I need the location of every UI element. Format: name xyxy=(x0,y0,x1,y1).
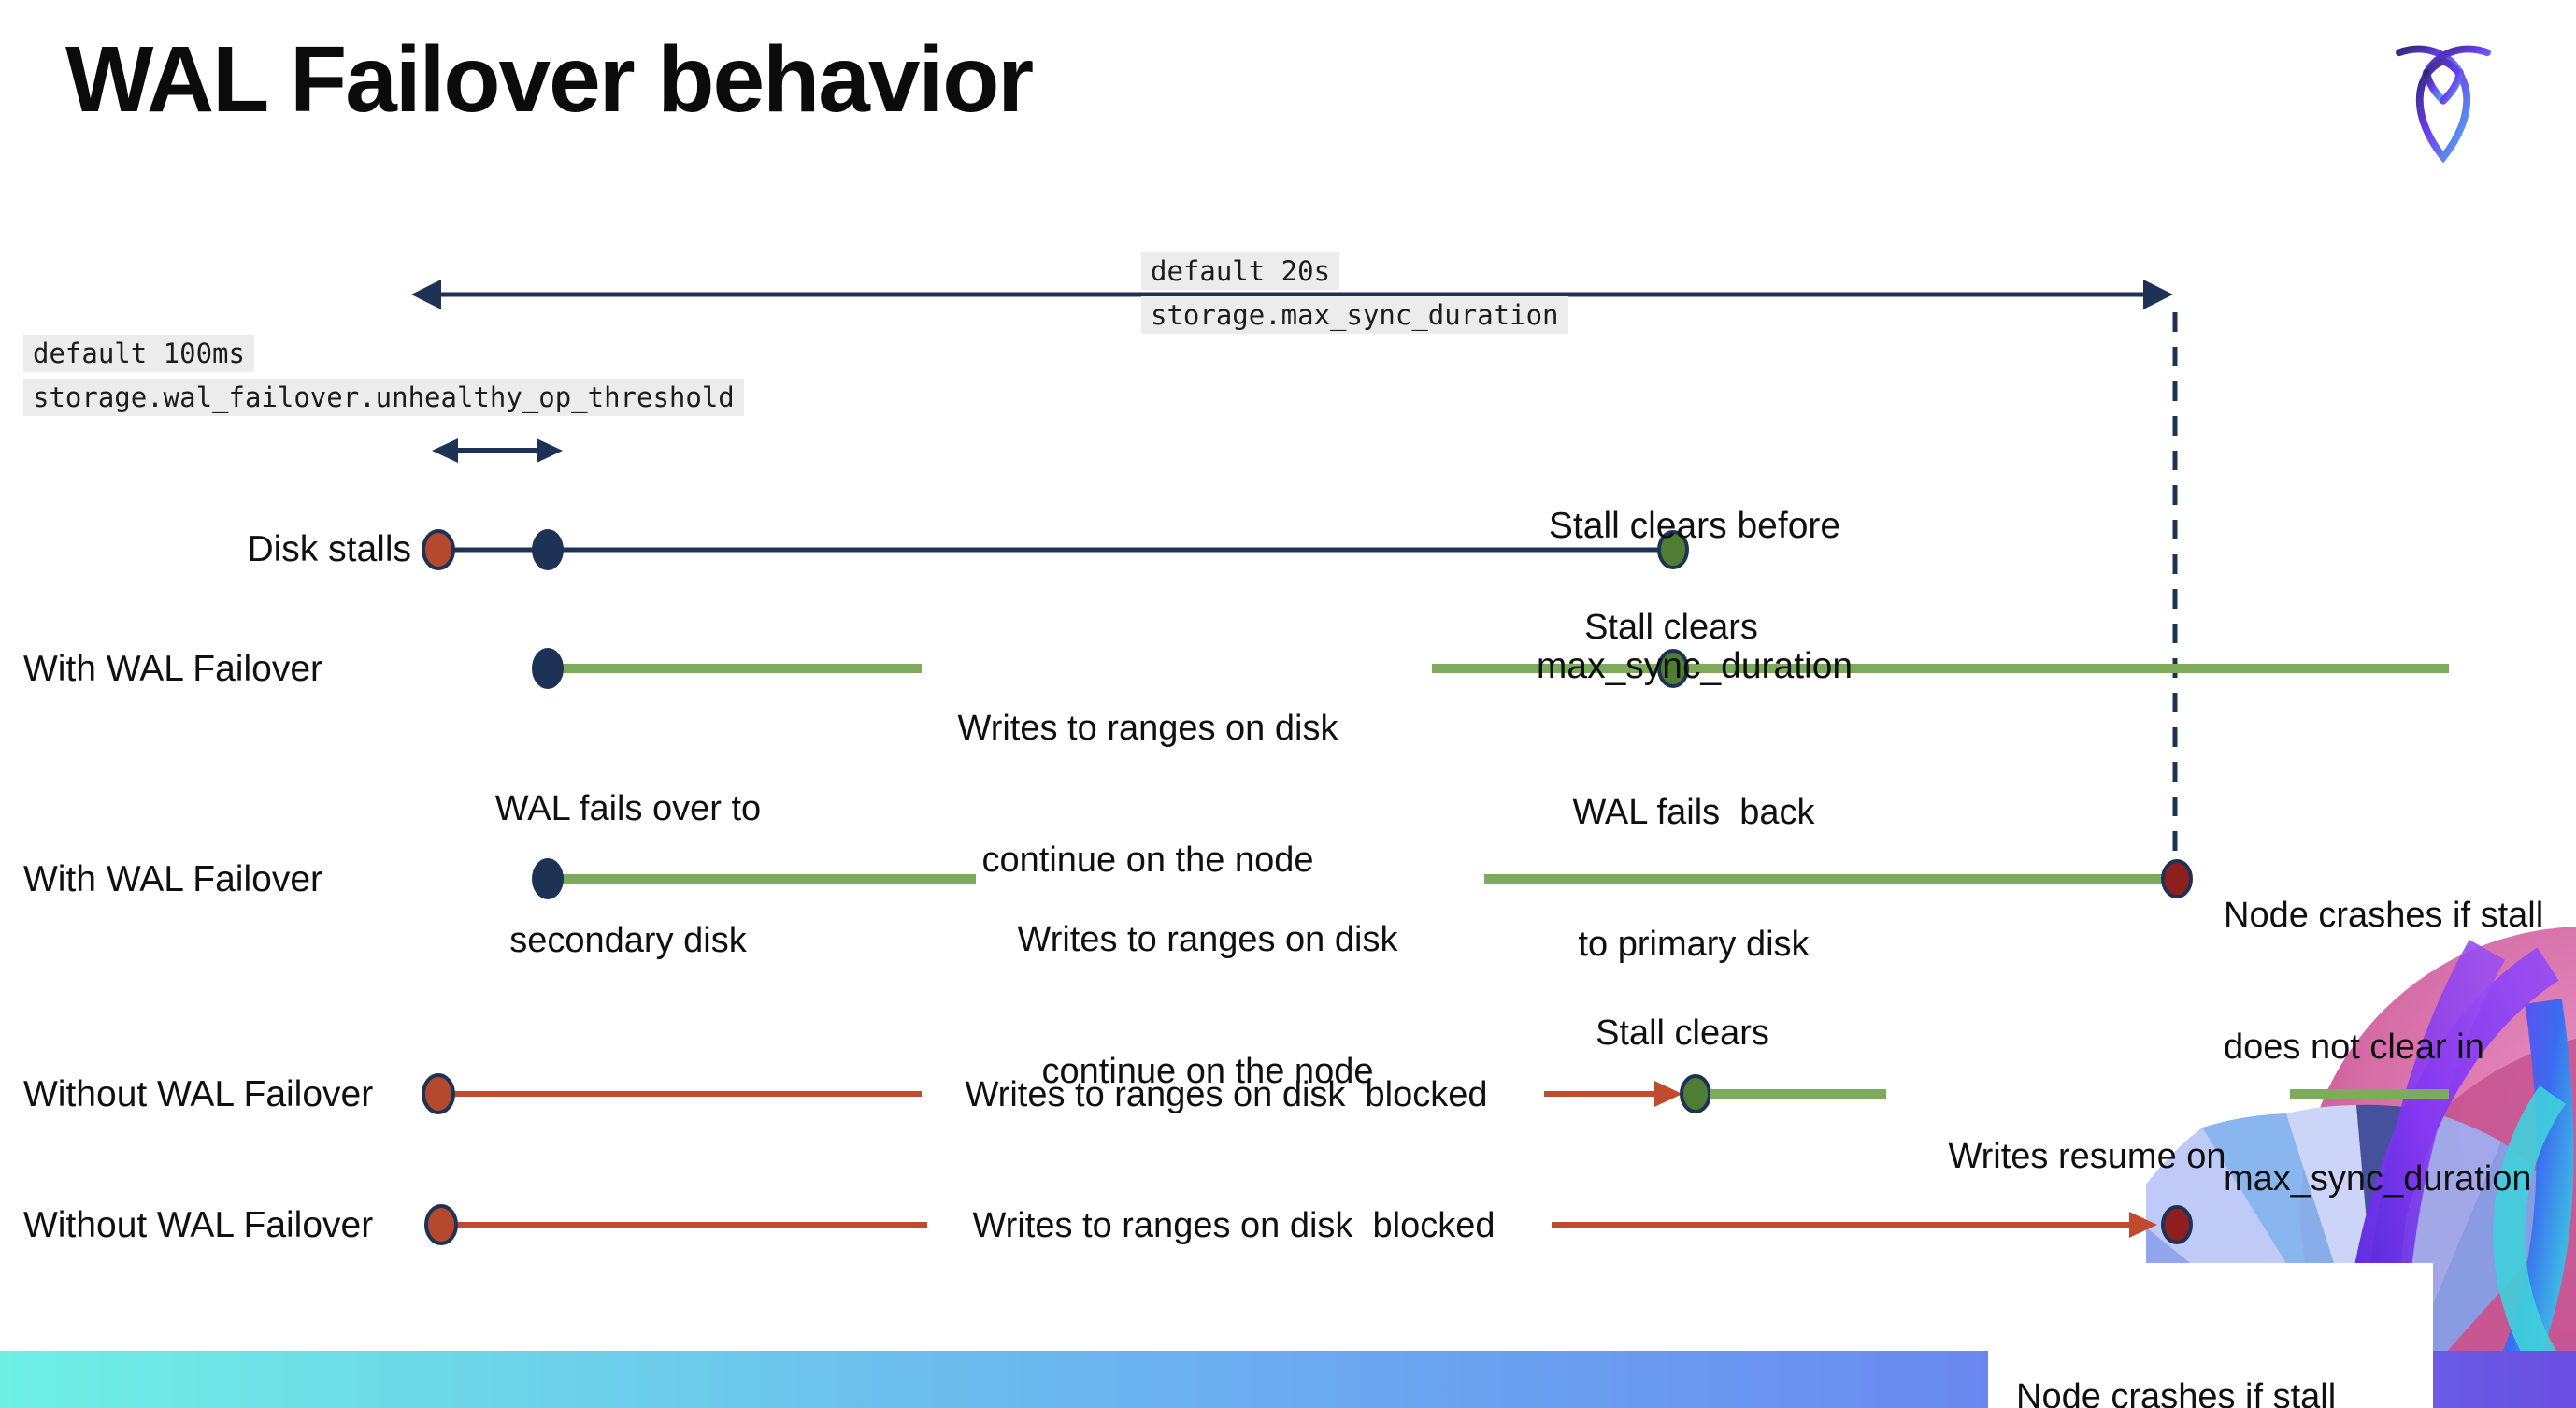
stall-start-dot xyxy=(422,1073,455,1114)
node-crashes-callout: Node crashes if stall does not clear in … xyxy=(1988,1263,2433,1408)
timeline-row-with-failover-clears xyxy=(532,648,2449,689)
max-sync-default-label: default 20s xyxy=(1141,252,1340,290)
note-line: to primary disk xyxy=(1578,925,1810,964)
note-line: secondary disk xyxy=(509,921,747,960)
timeline-row-with-failover-crash xyxy=(532,858,2193,899)
max-sync-setting-name: storage.max_sync_duration xyxy=(1141,296,1568,334)
row-label-disk-stalls: Disk stalls xyxy=(247,529,411,569)
writes-blocked-note: Writes to ranges on disk blocked xyxy=(972,1206,1496,1245)
note-line: does not clear in xyxy=(2224,1027,2484,1067)
note-line: Writes resume on xyxy=(1948,1137,2226,1176)
writes-blocked-note: Writes to ranges on disk blocked xyxy=(965,1075,1488,1114)
node-crashes-note: Node crashes if stall does not clear in … xyxy=(2224,806,2543,1289)
note-line: continue on the node xyxy=(981,840,1314,880)
failover-dot xyxy=(532,648,564,689)
node-crash-dot xyxy=(2161,859,2193,898)
stall-clears-dot xyxy=(1657,649,1689,688)
note-line: Node crashes if stall xyxy=(2016,1377,2337,1408)
fails-back-note: WAL fails back to primary disk xyxy=(1572,703,1814,1055)
timeline-row-disk-stalls xyxy=(422,529,1689,570)
unhealthy-setting-name: storage.wal_failover.unhealthy_op_thresh… xyxy=(23,379,744,416)
writes-continue-note: Writes to ranges on disk continue on the… xyxy=(1018,830,1398,1182)
stall-clears-dot xyxy=(1657,530,1689,569)
note-line: max_sync_duration xyxy=(2224,1159,2532,1199)
max-sync-duration-arrow xyxy=(411,280,2173,309)
stall-start-dot xyxy=(422,529,455,570)
note-line: Writes to ranges on disk xyxy=(957,709,1338,748)
note-line: WAL fails back xyxy=(1572,793,1815,832)
cockroachdb-logo-icon xyxy=(2396,45,2491,164)
row-label-without-wal-failover: Without WAL Failover xyxy=(23,1074,374,1114)
note-line: continue on the node xyxy=(1041,1052,1374,1091)
note-line: Writes to ranges on disk xyxy=(1017,920,1398,959)
stall-start-dot xyxy=(424,1204,458,1245)
row-label-without-wal-failover: Without WAL Failover xyxy=(23,1205,374,1245)
stall-clears-label: Stall clears xyxy=(1584,608,1758,647)
failover-trigger-dot xyxy=(532,529,564,570)
fails-over-note: WAL fails over to secondary disk xyxy=(495,699,761,1051)
page-title: WAL Failover behavior xyxy=(65,27,1034,132)
stall-clears-label: Stall clears xyxy=(1596,1013,1769,1053)
row-label-with-wal-failover: With WAL Failover xyxy=(23,859,322,899)
timeline-row-without-failover-clears xyxy=(422,1073,2449,1114)
node-crash-dot xyxy=(2161,1205,2193,1244)
writes-continue-note: Writes to ranges on disk continue on the… xyxy=(958,619,1338,970)
stall-clears-dot xyxy=(1680,1074,1711,1113)
unhealthy-threshold-arrow xyxy=(432,438,563,463)
failover-dot xyxy=(532,858,564,899)
note-line: Stall clears before xyxy=(1548,506,1841,546)
unhealthy-default-label: default 100ms xyxy=(23,335,254,372)
timeline-row-without-failover-crash xyxy=(424,1204,2193,1245)
stall-clears-before-note: Stall clears before max_sync_duration xyxy=(1537,409,1853,783)
note-line: WAL fails over to xyxy=(494,789,762,828)
row-label-with-wal-failover: With WAL Failover xyxy=(23,649,322,689)
note-line: max_sync_duration xyxy=(1536,646,1853,686)
note-line: Node crashes if stall xyxy=(2224,896,2544,935)
